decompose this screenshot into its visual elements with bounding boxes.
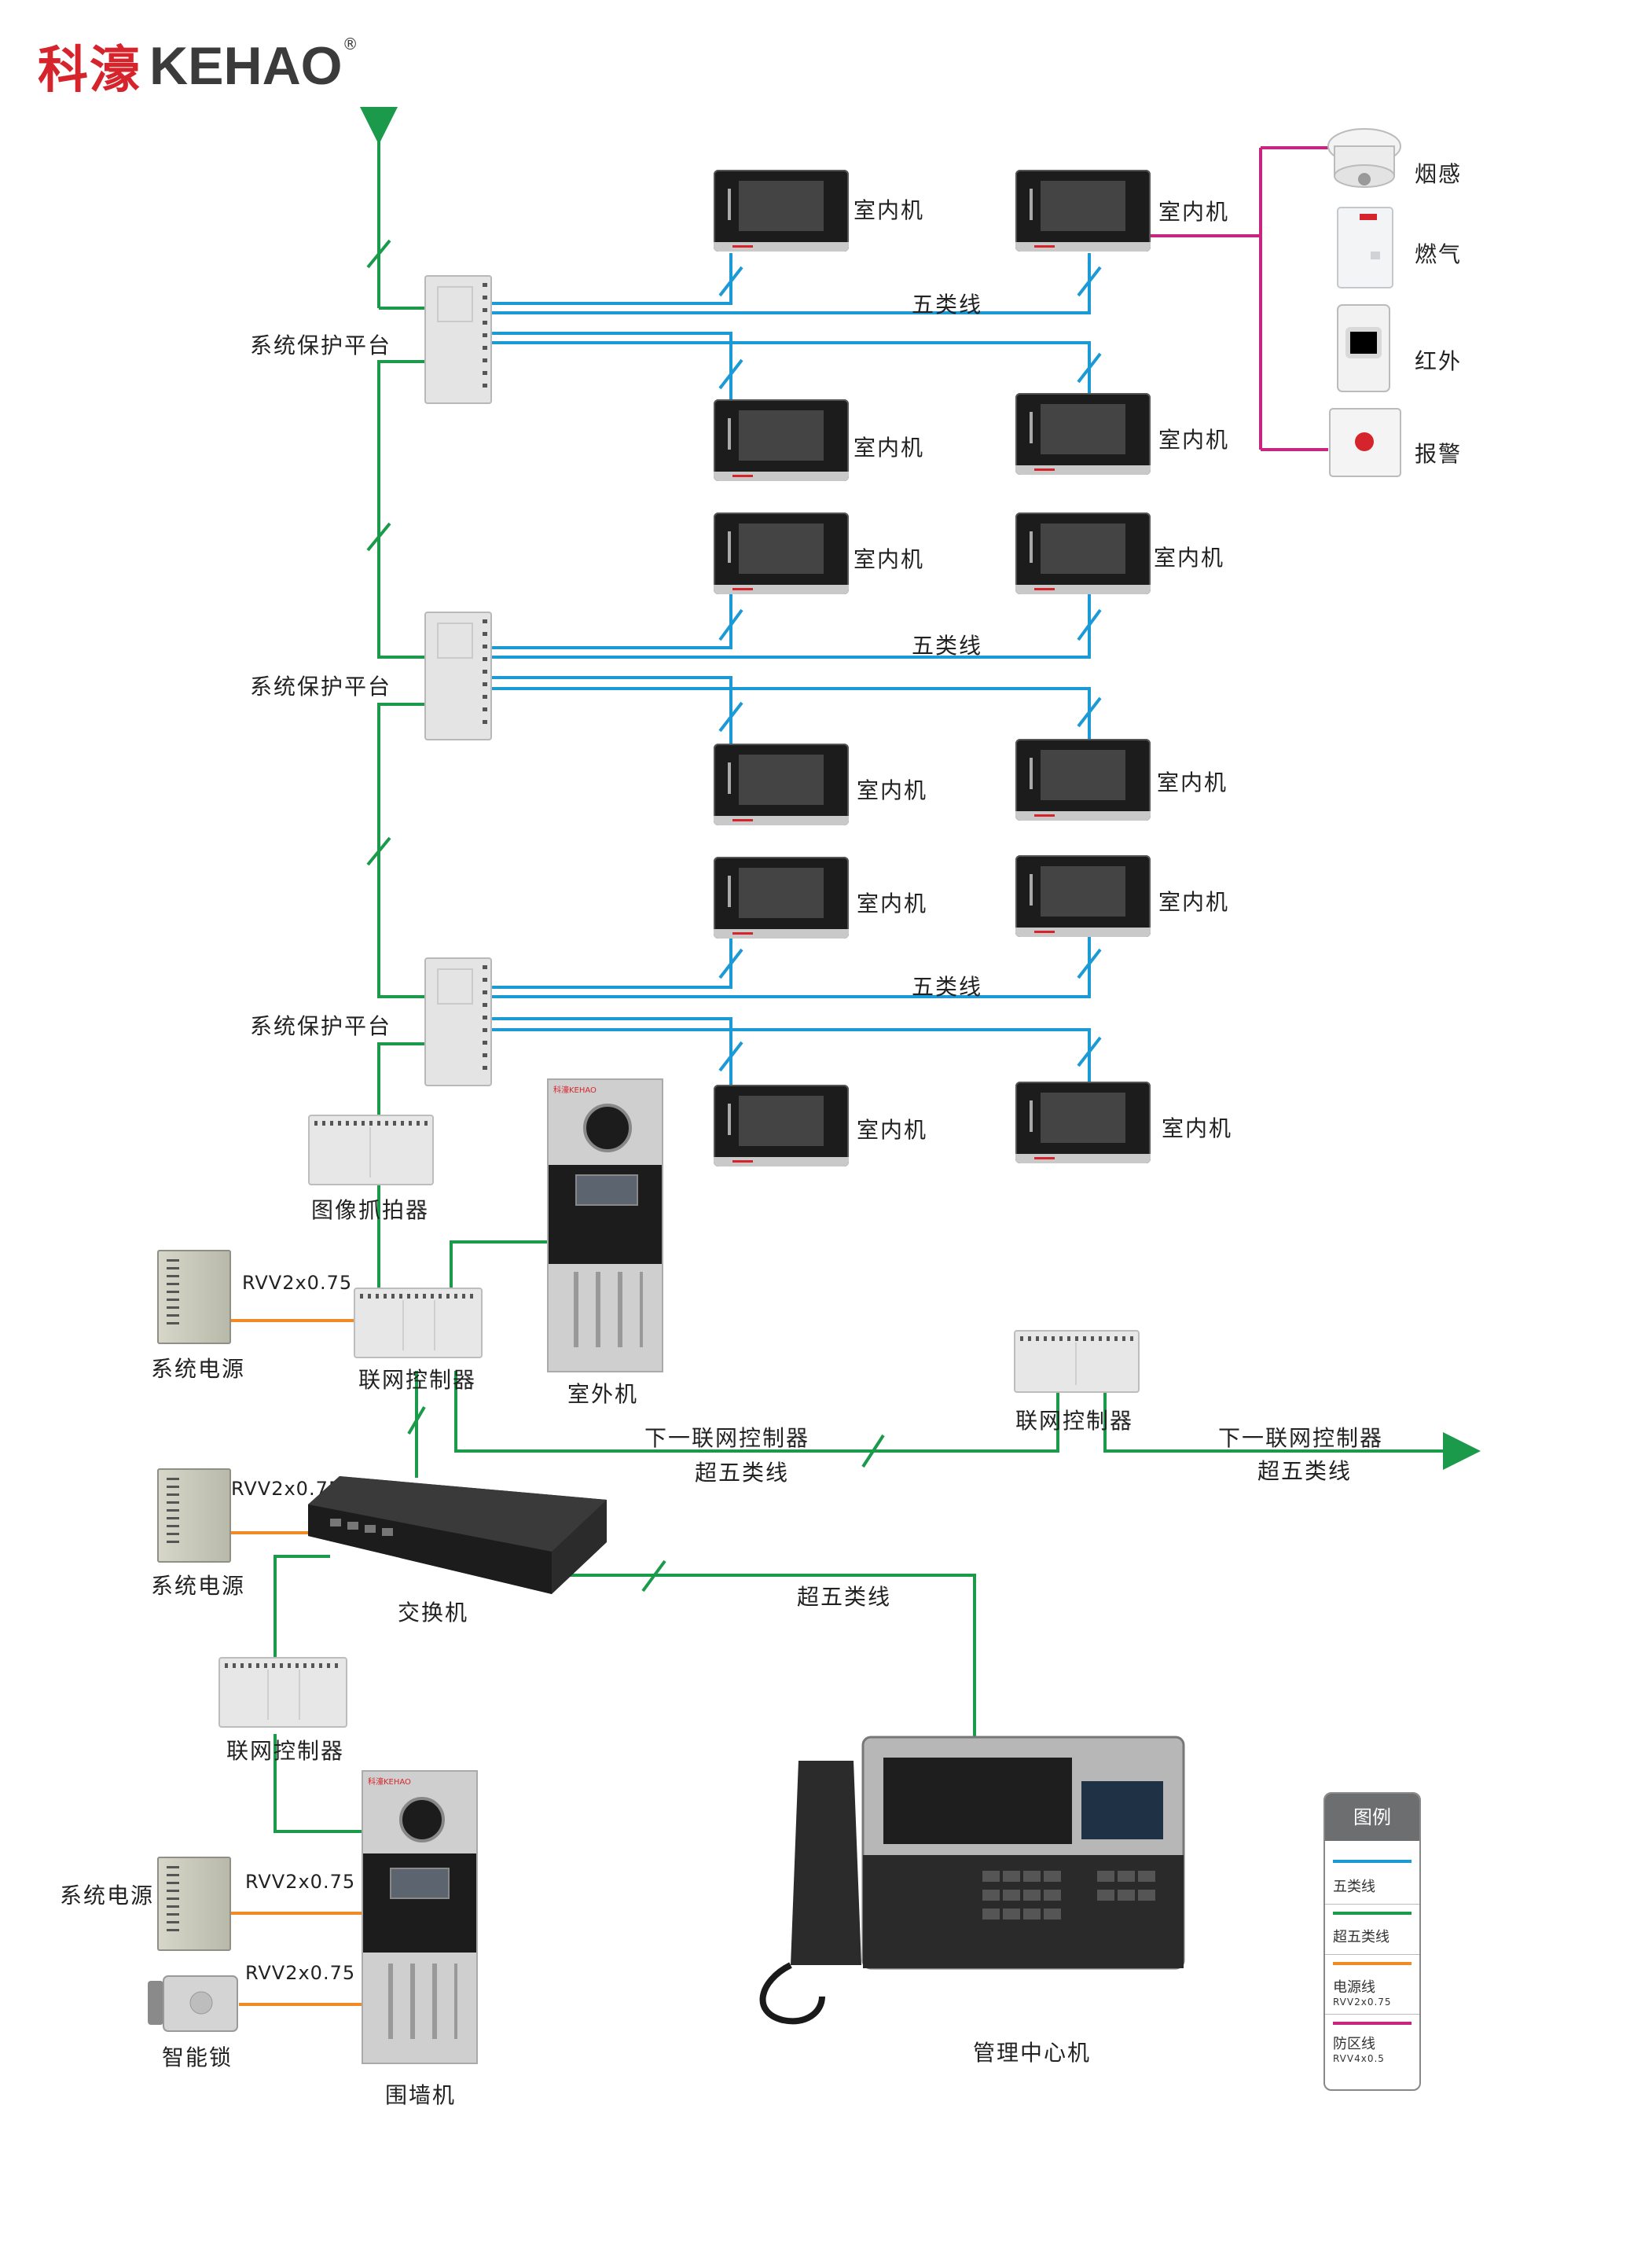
indoor-unit-label: 室内机 (854, 546, 925, 572)
indoor-unit-icon (714, 1085, 849, 1166)
cat5e-trunk (273, 107, 1481, 1833)
platform-label: 系统保护平台 (250, 674, 392, 700)
network-controller-icon (218, 1657, 347, 1728)
smoke-detector-icon (1327, 128, 1401, 188)
indoor-unit-icon (714, 857, 849, 939)
network-controller-label: 联网控制器 (1015, 1408, 1134, 1434)
indoor-unit-label: 室内机 (1162, 1115, 1233, 1141)
management-center-icon (759, 1736, 1185, 2025)
brand-logo-cn: 科濠 (38, 42, 141, 100)
platform-label: 系统保护平台 (250, 1013, 392, 1039)
rvv-label: RVV2x0.75 (242, 1272, 353, 1294)
rvv-label: RVV2x0.75 (245, 1962, 356, 1984)
cat5e-label: 超五类线 (695, 1460, 790, 1486)
rvv-label: RVV2x0.75 (245, 1871, 356, 1893)
power-supply-icon (157, 1250, 231, 1344)
legend-zone-spec: RVV4x0.5 (1333, 2053, 1385, 2064)
wall-unit-icon: 科濠KEHAO (362, 1770, 478, 2064)
cat5e-label: 超五类线 (797, 1584, 892, 1610)
indoor-unit-label: 室内机 (857, 777, 928, 803)
indoor-unit-label: 室内机 (1158, 889, 1230, 915)
network-controller-label: 联网控制器 (358, 1367, 477, 1393)
indoor-unit-label: 室内机 (1154, 545, 1225, 571)
indoor-unit-label: 室内机 (854, 435, 925, 461)
network-controller-icon (1014, 1330, 1140, 1393)
power-label: 系统电源 (60, 1883, 155, 1909)
indoor-unit-label: 室内机 (857, 891, 928, 917)
protection-platform-icon (424, 275, 492, 404)
smoke-label: 烟感 (1415, 161, 1463, 187)
indoor-unit-label: 室内机 (857, 1117, 928, 1143)
image-capturer-icon (308, 1115, 434, 1185)
protection-platform-icon (424, 957, 492, 1086)
indoor-unit-label: 室内机 (854, 197, 925, 223)
cat5-label: 五类线 (912, 633, 983, 659)
protection-platform-icon (424, 612, 492, 740)
power-lines (228, 1319, 362, 2006)
power-supply-icon (157, 1468, 231, 1563)
indoor-unit-icon (714, 744, 849, 825)
cat5-label: 五类线 (912, 292, 983, 318)
indoor-unit-icon (1015, 393, 1151, 475)
alarm-button-icon (1329, 408, 1401, 477)
smart-lock-icon (148, 1975, 238, 2032)
legend-cat5-label: 五类线 (1333, 1879, 1375, 1895)
legend-zone-label: 防区线 (1333, 2036, 1375, 2052)
network-switch-icon (308, 1476, 607, 1594)
management-label: 管理中心机 (973, 2040, 1092, 2066)
cat5-lines (489, 253, 1102, 1085)
outdoor-unit-label: 室外机 (567, 1381, 639, 1407)
network-controller-label: 联网控制器 (226, 1738, 345, 1764)
legend-power-label: 电源线 (1333, 1979, 1375, 1996)
device-brand-mark: 科濠KEHAO (553, 1086, 597, 1095)
indoor-unit-icon (714, 170, 849, 252)
indoor-unit-label: 室内机 (1158, 199, 1230, 225)
indoor-unit-icon (1015, 512, 1151, 594)
indoor-unit-icon (714, 512, 849, 594)
power-label: 系统电源 (151, 1356, 246, 1382)
alarm-label: 报警 (1415, 441, 1463, 467)
indoor-unit-icon (1015, 855, 1151, 937)
indoor-unit-icon (1015, 1082, 1151, 1163)
legend-cat5e-label: 超五类线 (1333, 1929, 1390, 1945)
legend-title: 图例 (1325, 1794, 1419, 1841)
indoor-unit-icon (1015, 739, 1151, 821)
legend-zone-line (1333, 2022, 1412, 2025)
infrared-detector-icon (1337, 304, 1390, 392)
brand-logo: 科濠 KEHAO ® (38, 30, 358, 102)
device-brand-mark: 科濠KEHAO (368, 1778, 411, 1787)
infrared-label: 红外 (1415, 348, 1463, 374)
power-supply-icon (157, 1857, 231, 1951)
indoor-unit-label: 室内机 (1157, 770, 1228, 795)
switch-label: 交换机 (398, 1600, 469, 1626)
cat5e-label: 超五类线 (1257, 1458, 1353, 1484)
legend-cat5-line (1333, 1860, 1412, 1863)
cat5-label: 五类线 (912, 974, 983, 1000)
gas-label: 燃气 (1415, 241, 1463, 267)
smart-lock-label: 智能锁 (162, 2044, 233, 2070)
indoor-unit-icon (714, 399, 849, 481)
legend-cat5e-line (1333, 1912, 1412, 1915)
indoor-unit-label: 室内机 (1158, 427, 1230, 453)
platform-label: 系统保护平台 (250, 332, 392, 358)
legend-power-spec: RVV2x0.75 (1333, 1997, 1392, 2008)
wall-unit-label: 围墙机 (385, 2082, 457, 2108)
next-controller-label: 下一联网控制器 (1218, 1425, 1384, 1451)
legend-power-line (1333, 1962, 1412, 1965)
zone-lines (1147, 146, 1328, 451)
next-controller-label: 下一联网控制器 (644, 1425, 810, 1451)
network-controller-icon (354, 1288, 483, 1358)
gas-detector-icon (1337, 207, 1393, 288)
registered-mark: ® (342, 35, 358, 53)
power-label: 系统电源 (151, 1573, 246, 1599)
indoor-unit-icon (1015, 170, 1151, 252)
capturer-label: 图像抓拍器 (311, 1197, 430, 1223)
outdoor-unit-icon: 科濠KEHAO (547, 1078, 663, 1372)
brand-logo-en: KEHAO (149, 36, 343, 96)
